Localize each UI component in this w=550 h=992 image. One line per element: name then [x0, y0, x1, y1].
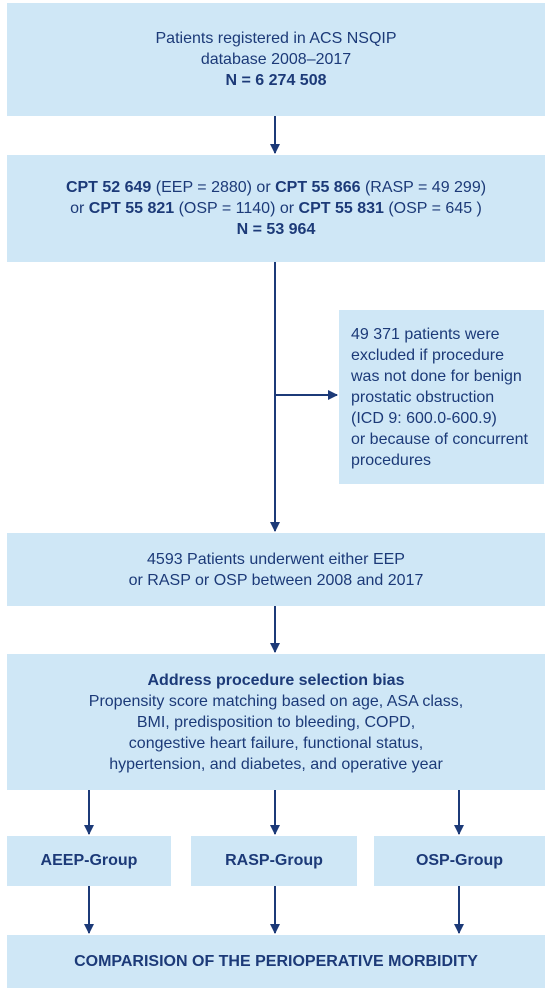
excluded-line: excluded if procedure	[351, 346, 504, 364]
comparison-label: COMPARISION OF THE PERIOPERATIVE MORBIDI…	[74, 953, 478, 970]
cpt-code-55866: CPT 55 866	[275, 179, 361, 196]
bias-line: hypertension, and diabetes, and operativ…	[109, 755, 443, 773]
registered-line-1: Patients registered in ACS NSQIP	[155, 30, 397, 47]
excluded-line: prostatic obstruction	[351, 388, 495, 406]
excluded-line: or because of concurrent	[351, 430, 528, 448]
cpt-code-55831: CPT 55 831	[298, 200, 384, 217]
comparison-box: COMPARISION OF THE PERIOPERATIVE MORBIDI…	[7, 935, 545, 988]
cpt-codes-box: CPT 52 649 (EEP = 2880) or CPT 55 866 (R…	[7, 155, 545, 262]
bias-line: BMI, predisposition to bleeding, COPD,	[136, 713, 416, 731]
selection-bias-box: Address procedure selection bias Propens…	[7, 654, 545, 790]
bias-line: congestive heart failure, functional sta…	[128, 734, 424, 752]
bias-title: Address procedure selection bias	[147, 671, 405, 689]
aeep-group-label: AEEP-Group	[40, 852, 138, 869]
underwent-procedure-box: 4593 Patients underwent either EEP or RA…	[7, 533, 545, 606]
osp-group-label: OSP-Group	[415, 852, 504, 869]
underwent-line-1: 4593 Patients underwent either EEP	[147, 550, 405, 568]
excluded-line: (ICD 9: 600.0-600.9)	[351, 409, 497, 427]
cpt-prefix-or: or	[70, 200, 89, 217]
cpt-count: N = 53 964	[236, 221, 316, 238]
excluded-patients-box: 49 371 patients were excluded if procedu…	[339, 310, 544, 484]
excluded-line: was not done for benign	[351, 367, 522, 385]
excluded-line: 49 371 patients were	[351, 325, 500, 343]
cpt-code-52649: CPT 52 649	[65, 179, 152, 196]
cpt-note-rasp: (RASP = 49 299)	[360, 179, 487, 196]
osp-group-box: OSP-Group	[374, 836, 545, 886]
rasp-group-label: RASP-Group	[225, 852, 323, 869]
cpt-note-eep: (EEP = 2880) or	[151, 179, 276, 196]
excluded-line: procedures	[351, 451, 432, 469]
rasp-group-box: RASP-Group	[191, 836, 357, 886]
cpt-note-osp-1: (OSP = 1140) or	[174, 200, 299, 217]
cpt-line-1: CPT 52 649 (EEP = 2880) or CPT 55 866 (R…	[66, 177, 486, 198]
cpt-note-osp-2: (OSP = 645 )	[383, 200, 482, 217]
registered-patients-box: Patients registered in ACS NSQIP databas…	[7, 3, 545, 116]
cpt-line-2: or CPT 55 821 (OSP = 1140) or CPT 55 831…	[70, 198, 482, 219]
aeep-group-box: AEEP-Group	[7, 836, 171, 886]
registered-count: N = 6 274 508	[225, 72, 327, 89]
registered-line-2: database 2008–2017	[200, 51, 352, 68]
bias-line: Propensity score matching based on age, …	[88, 692, 464, 710]
underwent-line-2: or RASP or OSP between 2008 and 2017	[128, 571, 424, 589]
cpt-code-55821: CPT 55 821	[88, 200, 175, 217]
